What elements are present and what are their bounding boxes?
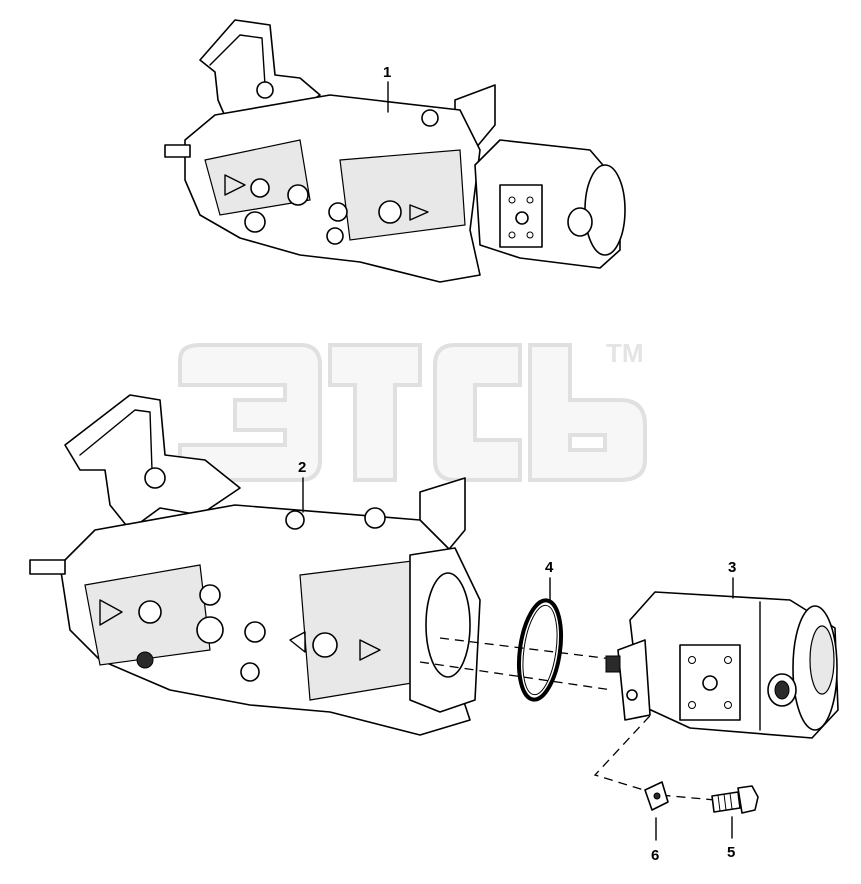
alignment-line-bolt [593, 704, 716, 801]
watermark-logo: TM [178, 338, 647, 482]
callout-4: 4 [545, 559, 554, 576]
alignment-line-bottom [419, 661, 613, 691]
bolt [711, 785, 759, 814]
washer [644, 781, 669, 811]
callout-2: 2 [298, 459, 306, 476]
watermark-trademark: TM [606, 338, 644, 368]
alignment-line-top [439, 637, 621, 661]
callout-3: 3 [728, 559, 736, 576]
callout-6: 6 [651, 847, 659, 864]
o-ring [517, 598, 563, 702]
pump-assembly-main [29, 394, 481, 736]
pump-assembly-top [164, 19, 626, 283]
gear-pump [605, 591, 839, 739]
callout-1: 1 [383, 64, 391, 81]
callout-5: 5 [727, 844, 735, 861]
